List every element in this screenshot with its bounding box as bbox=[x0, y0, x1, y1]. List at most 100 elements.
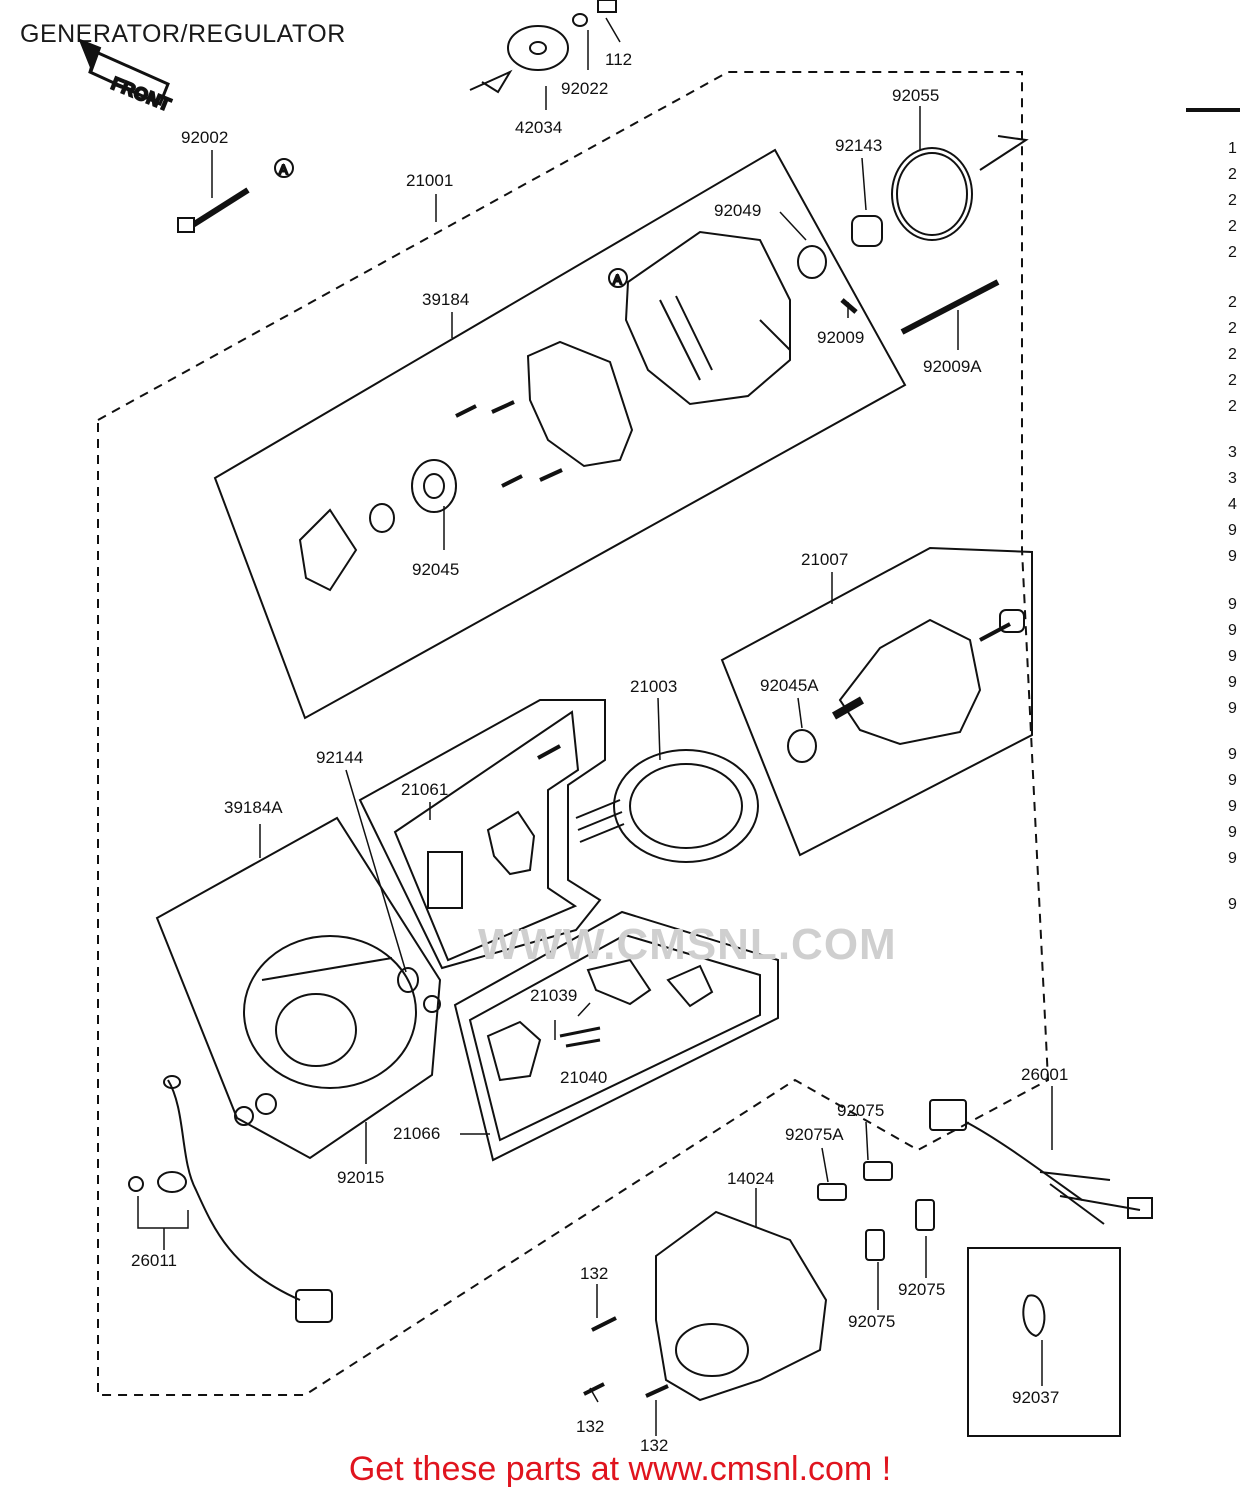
pulley-part bbox=[470, 26, 568, 92]
label-92144: 92144 bbox=[316, 748, 363, 767]
bearing-part bbox=[412, 460, 456, 512]
label-21001: 21001 bbox=[406, 171, 453, 190]
ref-mark-a bbox=[275, 159, 293, 177]
label-92075-left: 92075 bbox=[848, 1312, 895, 1331]
footer-link[interactable]: Get these parts at www.cmsnl.com ! bbox=[348, 1450, 892, 1488]
side-column-glyph: 3 bbox=[1228, 470, 1237, 487]
side-column-glyph: 2 bbox=[1228, 192, 1237, 209]
long-bolt-part bbox=[178, 190, 248, 232]
washer-part bbox=[573, 14, 587, 26]
end-cover-group-box bbox=[157, 818, 440, 1158]
rear-bushing-2-part bbox=[424, 996, 440, 1012]
brush-holder-part bbox=[488, 812, 534, 874]
side-column-glyph: 9 bbox=[1228, 896, 1237, 913]
brush-spring-part bbox=[560, 1028, 600, 1036]
regulator-inner-box bbox=[395, 712, 578, 960]
nut-b-part bbox=[256, 1094, 276, 1114]
side-column-glyph: 2 bbox=[1228, 346, 1237, 363]
screws-part bbox=[456, 402, 562, 486]
bushing-part bbox=[852, 216, 882, 246]
rectifier-part bbox=[588, 960, 650, 1004]
label-26011: 26011 bbox=[131, 1251, 177, 1270]
label-42034: 42034 bbox=[515, 118, 562, 137]
label-92075-right: 92075 bbox=[898, 1280, 945, 1299]
side-column-glyph: 1 bbox=[1228, 140, 1237, 157]
regulator-group-box bbox=[360, 700, 605, 968]
lead-terminal-part bbox=[164, 1076, 180, 1088]
label-132-top: 132 bbox=[580, 1264, 608, 1283]
label-21007: 21007 bbox=[801, 550, 848, 569]
side-column-glyph: 9 bbox=[1228, 772, 1237, 789]
brush-b-part bbox=[818, 1184, 846, 1200]
side-column-glyph: 9 bbox=[1228, 700, 1237, 717]
rotor-part bbox=[834, 610, 1024, 744]
rotor-group-box bbox=[722, 548, 1032, 855]
cover-bolts-part bbox=[584, 1318, 668, 1396]
front-housing-part bbox=[626, 232, 790, 404]
direction-arrow bbox=[980, 136, 1026, 170]
nut-a-part bbox=[235, 1107, 253, 1125]
side-column-glyph: 4 bbox=[1228, 496, 1237, 513]
label-21040: 21040 bbox=[560, 1068, 607, 1087]
label-92002: 92002 bbox=[181, 128, 228, 147]
side-column-glyph: 9 bbox=[1228, 746, 1237, 763]
label-39184: 39184 bbox=[422, 290, 469, 309]
label-92045: 92045 bbox=[412, 560, 459, 579]
label-14024: 14024 bbox=[727, 1169, 774, 1188]
o-ring-inner bbox=[897, 153, 967, 235]
retainer-plate-part bbox=[528, 342, 632, 466]
o-ring-part bbox=[892, 148, 972, 240]
label-92037: 92037 bbox=[1012, 1388, 1059, 1407]
side-column-glyph: 9 bbox=[1228, 674, 1237, 691]
label-132-bottom-left: 132 bbox=[576, 1417, 604, 1436]
side-column-glyph: 9 bbox=[1228, 596, 1237, 613]
rotor-bearing-part bbox=[788, 730, 816, 762]
nut-part bbox=[598, 0, 616, 12]
brush-d-part bbox=[916, 1200, 934, 1230]
side-column-glyph: 2 bbox=[1228, 166, 1237, 183]
side-column-glyph: 2 bbox=[1228, 372, 1237, 389]
label-21061: 21061 bbox=[401, 780, 448, 799]
side-column-glyph: 2 bbox=[1228, 320, 1237, 337]
brush-c-part bbox=[866, 1230, 884, 1260]
side-column-glyph: 9 bbox=[1228, 648, 1237, 665]
rear-bushing-part bbox=[398, 968, 418, 992]
side-column-glyph: 9 bbox=[1228, 522, 1237, 539]
label-92055: 92055 bbox=[892, 86, 939, 105]
label-92015: 92015 bbox=[337, 1168, 384, 1187]
side-column-glyph: 2 bbox=[1228, 244, 1237, 261]
leader-lines bbox=[138, 18, 1052, 1436]
oil-seal-part bbox=[798, 246, 826, 278]
label-21039: 21039 bbox=[530, 986, 577, 1005]
label-112: 112 bbox=[605, 50, 632, 69]
label-92049: 92049 bbox=[714, 201, 761, 220]
gasket-part bbox=[300, 510, 356, 590]
regulator-part bbox=[428, 852, 462, 908]
label-21003: 21003 bbox=[630, 677, 677, 696]
label-92009A: 92009A bbox=[923, 357, 982, 376]
side-column-glyph: 9 bbox=[1228, 824, 1237, 841]
label-92075-top: 92075 bbox=[837, 1101, 884, 1120]
side-column-glyph: 9 bbox=[1228, 798, 1237, 815]
clamp-part bbox=[1023, 1295, 1044, 1336]
rectifier-inner-box bbox=[470, 935, 760, 1140]
watermark: WWW.CMSNL.COM bbox=[478, 920, 897, 969]
cover-window bbox=[676, 1324, 748, 1376]
brush-a-part bbox=[864, 1162, 892, 1180]
clamp-box bbox=[968, 1248, 1120, 1436]
side-column bbox=[1186, 108, 1240, 112]
front-arrow: FRONT bbox=[80, 40, 174, 116]
side-column-glyph: 2 bbox=[1228, 398, 1237, 415]
wire-lead-part bbox=[168, 1080, 300, 1300]
label-92045A: 92045A bbox=[760, 676, 819, 695]
side-column-glyph: 9 bbox=[1228, 850, 1237, 867]
part-number-labels: 112 92022 42034 92002 21001 92055 92143 … bbox=[131, 50, 1068, 1455]
label-21066: 21066 bbox=[393, 1124, 440, 1143]
seal-small-part bbox=[370, 504, 394, 532]
page-title: GENERATOR/REGULATOR bbox=[20, 20, 346, 48]
side-column-glyph: 9 bbox=[1228, 622, 1237, 639]
label-26001: 26001 bbox=[1021, 1065, 1068, 1084]
terminal-part bbox=[488, 1022, 540, 1080]
